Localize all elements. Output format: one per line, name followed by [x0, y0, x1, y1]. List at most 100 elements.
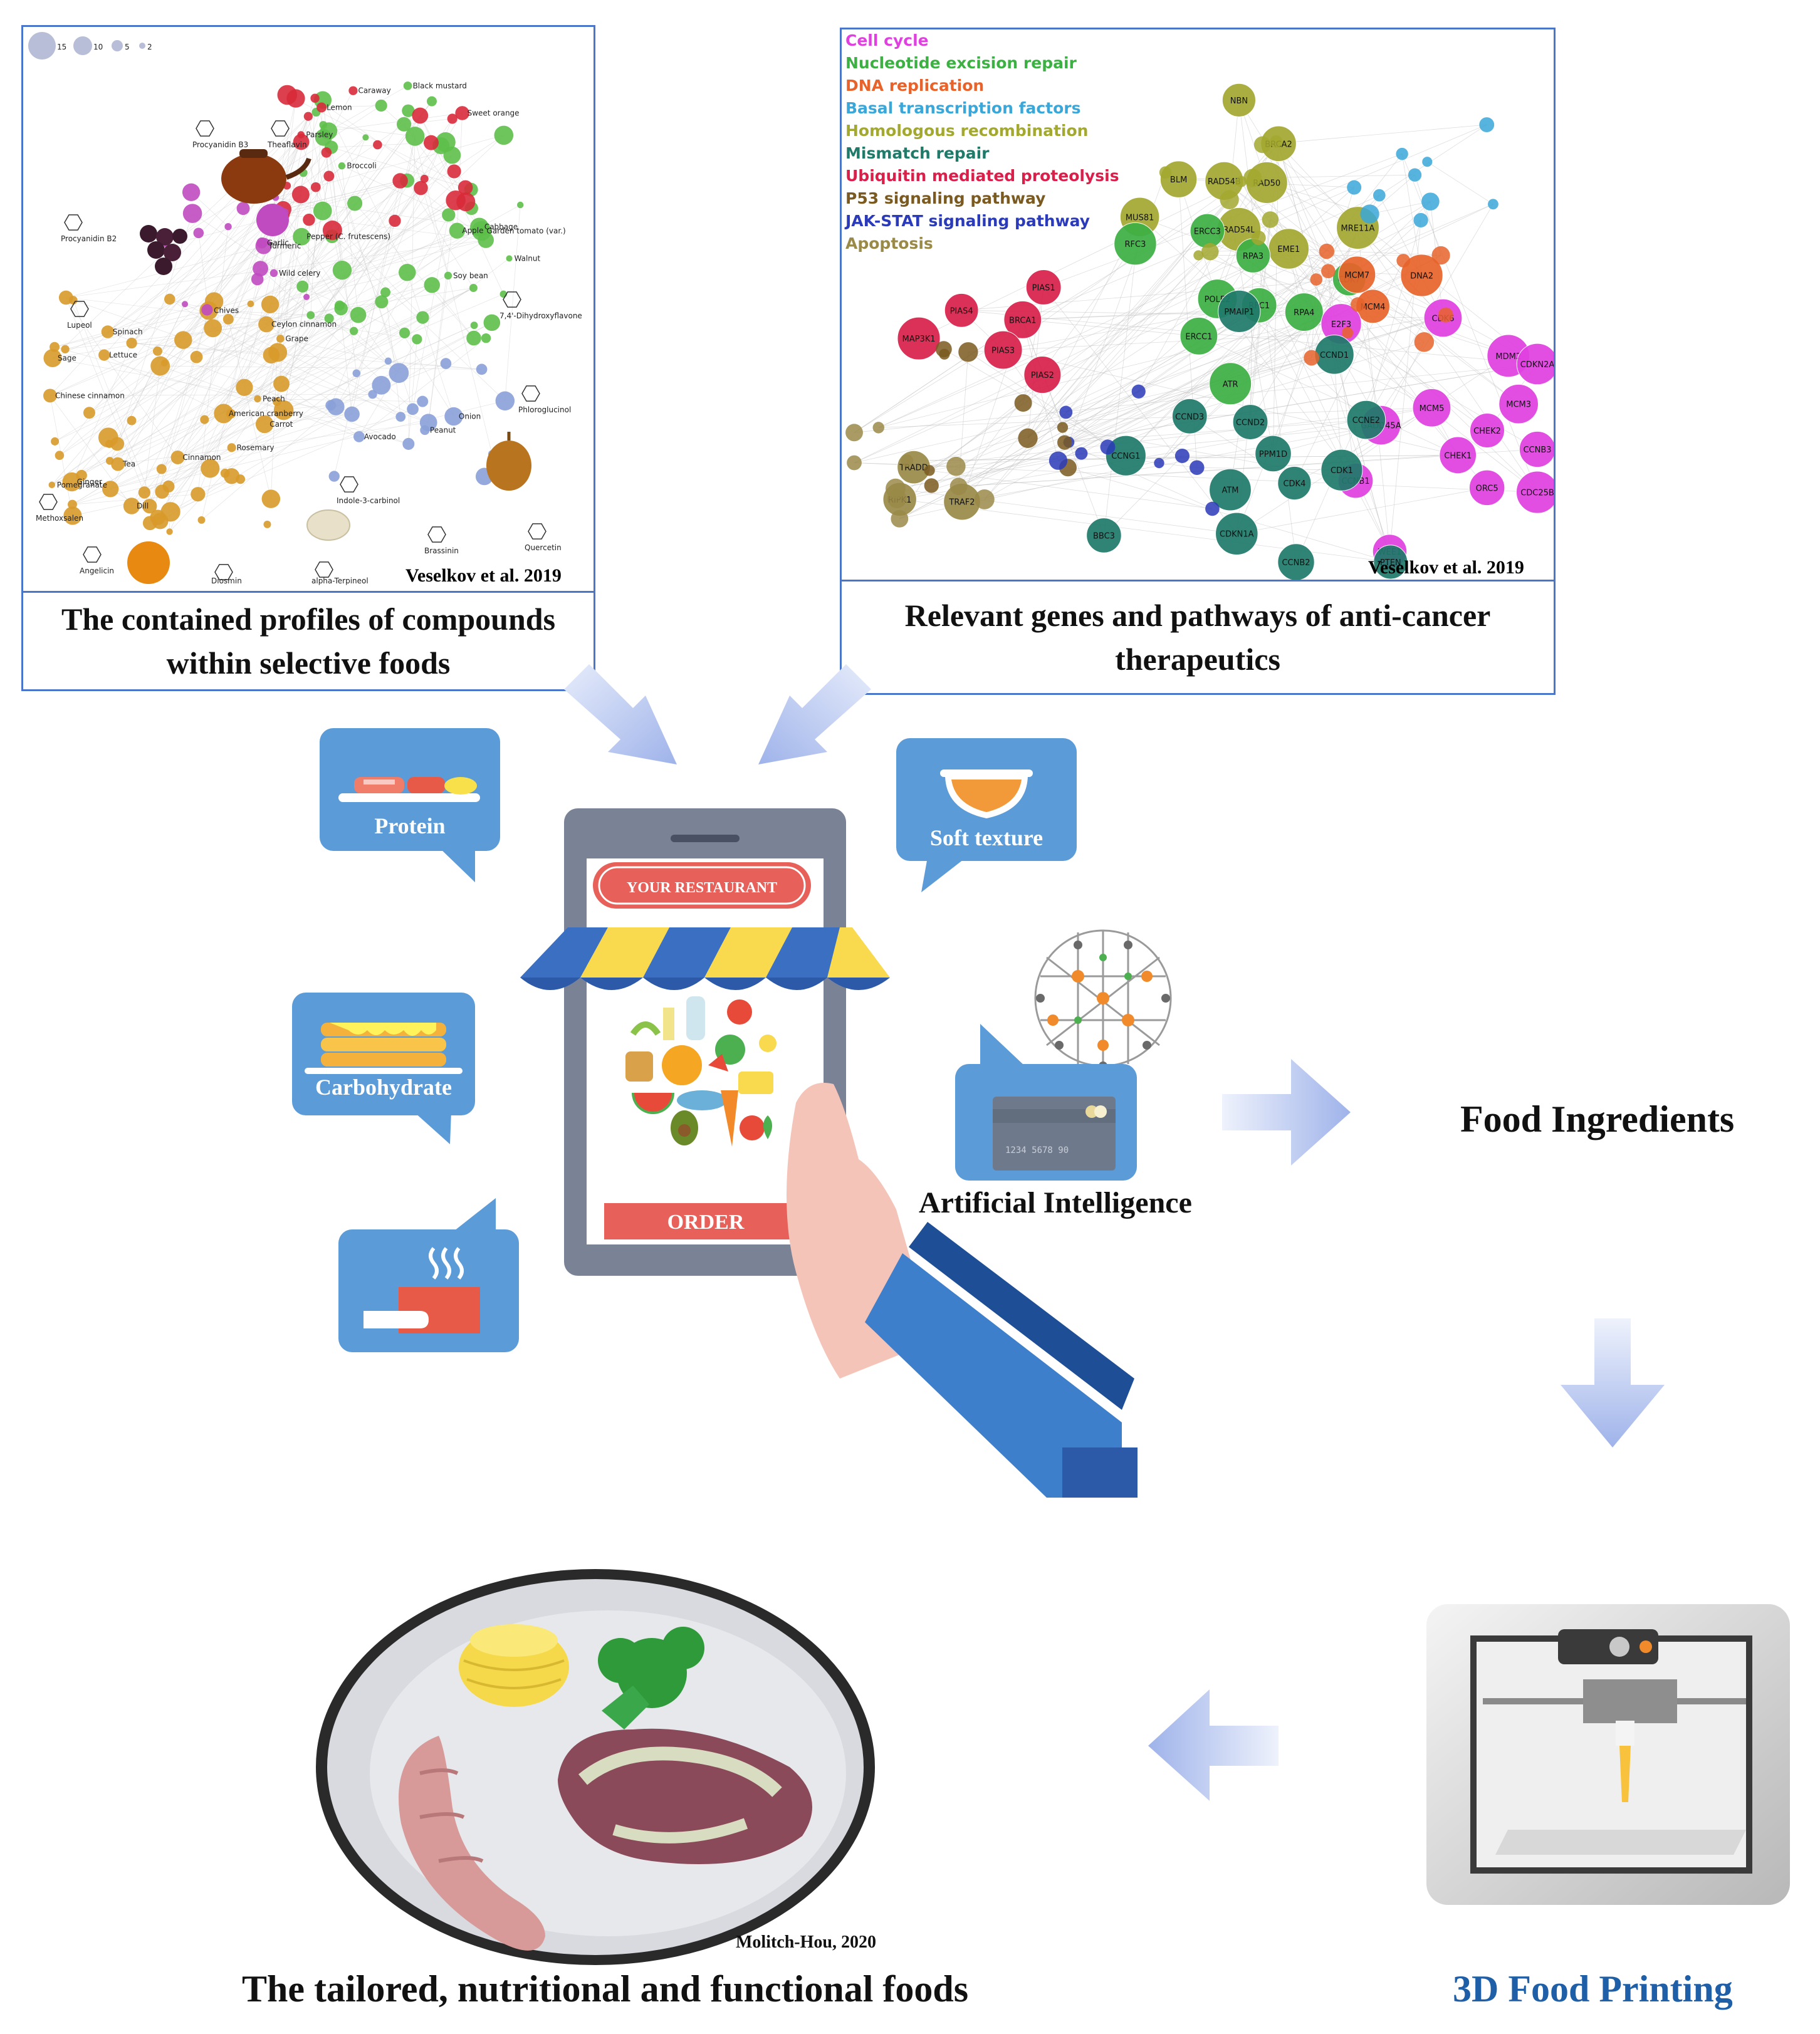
arrow-down-right [564, 664, 677, 764]
food-node [353, 430, 365, 442]
gene-node [983, 330, 1023, 370]
printed-food-plate-picture [316, 1569, 875, 1965]
food-node [412, 334, 422, 345]
gene-node-small [1251, 230, 1266, 246]
food-label: Grape [285, 335, 308, 343]
gene-node [1400, 254, 1443, 297]
gene-node [1277, 466, 1312, 501]
gene-node-label: ERCC1 [1185, 332, 1212, 342]
phone-speaker [671, 835, 740, 842]
gene-node [1498, 383, 1539, 424]
carbohydrate-bubble: Carbohydrate [292, 993, 475, 1115]
chemical-structure-icon [64, 214, 83, 231]
gene-node-small [1414, 332, 1435, 352]
gene-node-small [1321, 264, 1336, 279]
gene-node-label: CDKN1A [1220, 530, 1254, 540]
food-node [142, 516, 157, 531]
gene-citation: Veselkov et al. 2019 [1368, 557, 1524, 578]
food-label: Apple [462, 226, 483, 235]
food-node [142, 499, 157, 514]
compound-label: Theaflavin [267, 140, 307, 149]
food-node [303, 213, 315, 226]
gene-node-small [1347, 180, 1362, 195]
food-node [193, 227, 204, 239]
gene-node-small [1310, 273, 1323, 286]
gene-node-label: ORC5 [1476, 484, 1498, 493]
food-node [412, 107, 429, 124]
ai-label: Artificial Intelligence [919, 1186, 1192, 1219]
food-node [174, 331, 192, 349]
compound-caption-box: The contained profiles of compounds with… [21, 591, 595, 691]
food-label: Tea [122, 460, 135, 469]
gene-node-small [1075, 447, 1088, 460]
credit-card-icon: 1234 5678 90 [993, 1097, 1116, 1171]
food-node [321, 147, 332, 158]
protein-label: Protein [374, 813, 446, 838]
food-node [426, 96, 437, 107]
teapot-picture [221, 149, 311, 204]
gene-node-label: MCM5 [1420, 404, 1445, 414]
food-node [407, 403, 419, 415]
food-node [306, 311, 315, 320]
gene-node-small [924, 478, 939, 493]
food-node [291, 185, 310, 204]
food-node [164, 293, 175, 305]
food-node [402, 104, 415, 117]
food-node [102, 481, 119, 498]
food-node [447, 164, 461, 179]
food-node [256, 204, 289, 236]
food-node [399, 327, 411, 338]
food-node [328, 471, 340, 482]
food-node [166, 528, 173, 535]
gene-node-label: NBN [1230, 96, 1248, 106]
pathway-legend-item: Basal transcription factors [845, 99, 1081, 117]
gene-node-label: CCNB2 [1282, 558, 1310, 568]
food-node [419, 414, 437, 432]
chemical-structure-icon [528, 523, 547, 540]
food-node [273, 400, 294, 420]
compound-label: Procyanidin B2 [61, 234, 117, 243]
protein-bubble: Protein [320, 728, 500, 851]
gene-node-small [1193, 250, 1204, 261]
gene-node [1346, 400, 1386, 440]
gene-node [1338, 256, 1376, 294]
gene-node-label: CHEK1 [1444, 451, 1472, 461]
gene-node-label: PIAS3 [991, 347, 1015, 356]
gene-node-small [924, 465, 935, 476]
food-label: Peanut [430, 425, 456, 434]
gene-node-label: CDC25B [1520, 489, 1554, 498]
food-node [466, 330, 481, 346]
order-button[interactable] [604, 1203, 807, 1239]
food-label: Chinese cinnamon [55, 391, 125, 400]
food-node [126, 337, 137, 349]
food-node [255, 415, 274, 434]
gene-caption: Relevant genes and pathways of anti-canc… [904, 598, 1491, 677]
food-node [352, 369, 361, 377]
compound-label: Lupeol [67, 321, 92, 330]
food-node [436, 132, 456, 152]
food-node [170, 451, 185, 465]
food-ingredients-label: Food Ingredients [1460, 1098, 1735, 1140]
food-node [322, 221, 342, 241]
food-label: Caraway [358, 86, 390, 95]
food-label: Ceylon cinnamon [271, 320, 337, 329]
gene-node [1105, 435, 1146, 476]
food-node [380, 287, 391, 298]
gene-node [1179, 316, 1218, 355]
gene-node-label: PIAS4 [950, 306, 973, 316]
food-node [152, 346, 162, 356]
gene-node-small [1262, 211, 1279, 228]
storefront: YOUR RESTAURANT ORDER [520, 862, 890, 1239]
food-node [414, 180, 428, 196]
food-node [43, 389, 57, 403]
gene-node-small [1220, 190, 1239, 209]
food-label: Peach [263, 394, 285, 403]
chemical-structure-icon [340, 476, 358, 493]
size-legend-2: 2 [147, 43, 152, 51]
size-legend: 15 10 5 2 [28, 32, 152, 60]
store-sign-bg [593, 862, 811, 909]
food-label: Garden tomato (var.) [486, 226, 565, 235]
gene-node-small [1057, 422, 1069, 433]
